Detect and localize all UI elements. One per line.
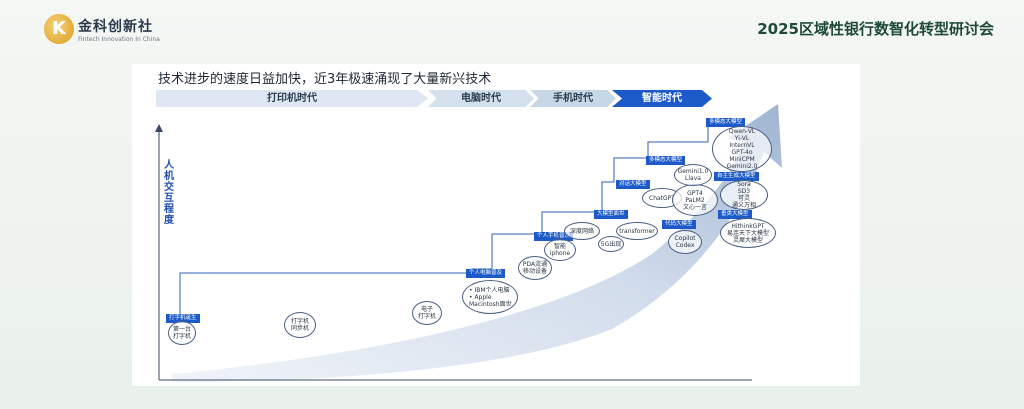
milestone-bubble: Sora SD3 可灵 通义万相 <box>720 180 768 210</box>
milestone-tag: 大模型面世 <box>594 210 628 219</box>
era-mobile: 手机时代 <box>530 90 616 107</box>
milestone-item: GPT-4o <box>731 149 753 156</box>
milestone-tag: 打字机诞生 <box>166 314 200 323</box>
milestone-tag: 多模态大模型 <box>706 118 746 127</box>
milestone-tag: 自主生成大模型 <box>714 172 759 181</box>
milestone-bubble: GPT4 PaLM2 文心一言 <box>672 184 718 216</box>
era-intelligent: 智能时代 <box>612 90 712 107</box>
milestone-item: SD3 <box>737 188 751 195</box>
milestone-item: 灵犀大模型 <box>732 236 763 244</box>
milestone-item: 同步机 <box>290 325 309 332</box>
milestone-bubble: 电子 打字机 <box>412 301 442 325</box>
milestone-item: Gemini1.0 <box>677 168 709 175</box>
conference-title: 2025区域性银行数智化转型研讨会 <box>757 20 994 38</box>
slide-title: 技术进步的速度日益加快，近3年极速涌现了大量新兴技术 <box>158 72 492 87</box>
milestone-bubble: 第一台 打字机 <box>168 321 196 345</box>
milestone-tag: 对话大模型 <box>616 180 650 189</box>
milestone-item: transformer <box>619 227 655 235</box>
milestone-bubble: 深度网络 <box>564 222 600 240</box>
milestone-item: HithinkGPT <box>731 222 765 230</box>
era-computer: 电脑时代 <box>428 90 534 107</box>
milestone-item: 第一台 <box>172 326 191 333</box>
logo-letter: K <box>52 18 66 39</box>
milestone-item: Llava <box>685 175 701 182</box>
milestone-item: 智能 <box>553 243 566 250</box>
y-axis-label: 人机交互程度 <box>164 160 174 226</box>
milestone-item: 文心一言 <box>682 203 707 211</box>
logo-mark <box>44 14 74 44</box>
milestone-item: 通义万相 <box>731 202 756 209</box>
milestone-item: Qwen-VL <box>728 128 756 135</box>
milestone-item: Sora <box>737 181 751 188</box>
milestone-item: 可灵 <box>737 195 750 202</box>
milestone-tag: 多模态大模型 <box>646 156 686 165</box>
milestone-item: Yi-VL <box>734 135 750 142</box>
milestone-item: 5G出现 <box>600 240 622 248</box>
milestone-item: ChatGPT <box>649 194 675 202</box>
milestone-tag: 垂类大模型 <box>718 210 752 219</box>
milestone-item: • Apple <box>469 293 492 301</box>
milestone-item: GPT4 <box>687 189 703 197</box>
milestone-bubble: 打字机 同步机 <box>284 312 316 338</box>
milestone-item: 深度网络 <box>569 227 594 235</box>
milestone-bubble: Qwen-VL Yi-VL InternVL GPT-4o MiniCPM Ge… <box>712 126 772 172</box>
milestone-item: Codex <box>675 242 695 249</box>
milestone-tag: 个人手机普及 <box>534 232 574 241</box>
milestone-item: PDA流通 <box>522 261 548 268</box>
milestone-item: 打字机 <box>290 318 309 325</box>
milestone-item: MiniCPM <box>729 156 755 163</box>
logo: K 金科创新社 Fintech Innovation In China <box>44 12 164 48</box>
milestone-bubble: transformer <box>616 222 658 240</box>
milestone-item: PaLM2 <box>685 196 705 204</box>
milestone-item: 移动设备 <box>522 268 547 275</box>
milestone-item: Gemini2.0 <box>726 163 758 170</box>
logo-name: 金科创新社 <box>78 19 153 35</box>
era-printer: 打印机时代 <box>156 90 428 107</box>
milestone-item: iphone <box>549 250 571 257</box>
milestone-item: 电子 <box>420 306 433 313</box>
milestone-item: Macintosh面世 <box>469 300 512 308</box>
milestone-item: 易连天下大模型 <box>726 229 769 237</box>
milestone-item: InternVL <box>729 142 755 149</box>
milestone-item: • IBM个人电脑 <box>469 286 510 294</box>
milestone-bubble: HithinkGPT 易连天下大模型 灵犀大模型 <box>720 218 776 248</box>
milestone-item: 打字机 <box>417 313 436 320</box>
progress-arrow <box>172 104 782 382</box>
milestone-tag: 个人电脑普及 <box>466 269 506 278</box>
milestone-bubble: • IBM个人电脑 • Apple Macintosh面世 <box>462 280 518 314</box>
y-axis-arrowhead <box>155 124 163 132</box>
milestone-bubble: PDA流通 移动设备 <box>518 256 552 280</box>
milestone-item: Copilot <box>674 235 696 242</box>
slide: 技术进步的速度日益加快，近3年极速涌现了大量新兴技术 打印机时代 电脑时代 手机… <box>132 64 860 386</box>
milestone-bubble: 5G出现 <box>598 236 624 252</box>
milestone-bubble: 智能 iphone <box>544 239 576 261</box>
logo-subtitle: Fintech Innovation In China <box>78 36 160 43</box>
milestone-tag: 代码大模型 <box>662 220 696 229</box>
milestone-bubble: Copilot Codex <box>668 230 702 254</box>
milestone-item: 打字机 <box>172 333 191 340</box>
milestone-bubble: Gemini1.0 Llava <box>674 164 712 186</box>
